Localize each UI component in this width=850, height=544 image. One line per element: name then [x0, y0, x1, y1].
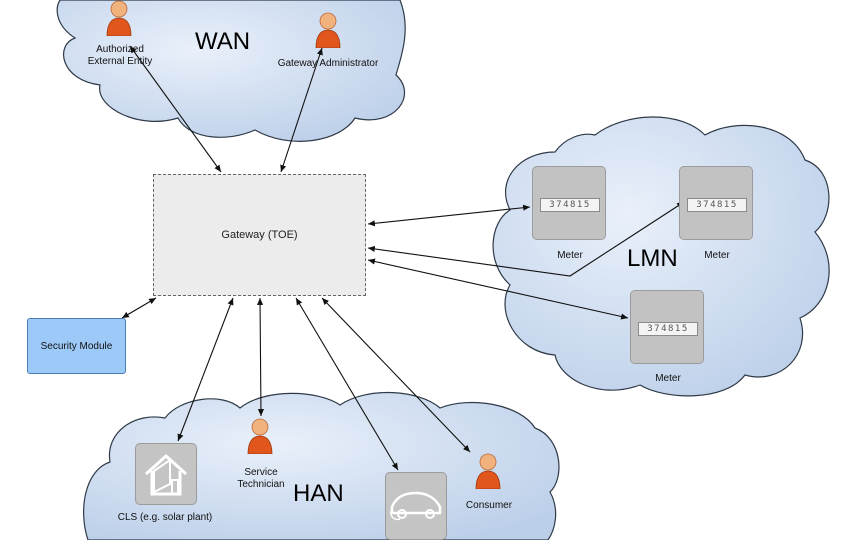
lmn-label: LMN: [627, 245, 678, 272]
meter-2-display: 374815: [687, 198, 747, 212]
security-module-label: Security Module: [40, 340, 113, 352]
link-gateway-service-technician: [256, 297, 265, 417]
house-icon: [144, 454, 188, 496]
electric-car-icon: [389, 491, 442, 521]
link-gateway-cls: [177, 297, 234, 442]
link-gateway-consumer: [321, 297, 471, 453]
consumer-label: Consumer: [465, 500, 513, 511]
link-gateway-security-module: [121, 297, 157, 319]
meter-3: 374815: [630, 290, 704, 364]
authorized-external-entity-label: Authorized External Entity: [87, 44, 153, 67]
link-administrator-gateway: [280, 47, 323, 173]
wan-label: WAN: [195, 28, 251, 55]
service-technician-label: Service Technician: [237, 467, 285, 490]
gateway-label: Gateway (TOE): [221, 229, 298, 241]
meter-2-label: Meter: [704, 250, 730, 261]
meter-1: 374815: [532, 166, 606, 240]
han-label: HAN: [293, 480, 344, 507]
meter-3-display: 374815: [638, 322, 698, 336]
security-module-box: Security Module: [27, 318, 126, 374]
link-external-entity-gateway: [129, 45, 222, 173]
gateway-administrator-label: Gateway Administrator: [277, 58, 379, 69]
cls-device: [135, 443, 197, 505]
gateway-toe-box: Gateway (TOE): [153, 174, 366, 296]
person-icon: [247, 418, 273, 454]
meter-3-label: Meter: [655, 373, 681, 384]
ev-device: [385, 472, 447, 540]
connections: [121, 45, 685, 471]
meter-1-display: 374815: [540, 198, 600, 212]
link-gateway-meter-3: [367, 258, 629, 320]
person-icon: [315, 12, 341, 48]
person-icon: [475, 453, 501, 489]
meter-2: 374815: [679, 166, 753, 240]
meter-1-label: Meter: [557, 250, 583, 261]
cls-label: CLS (e.g. solar plant): [117, 512, 213, 523]
person-icon: [106, 0, 132, 36]
